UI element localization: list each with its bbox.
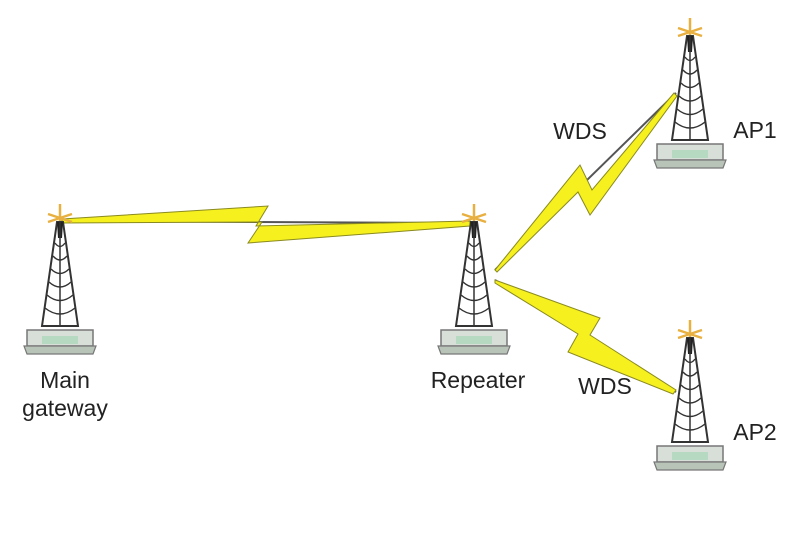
link-repeater-to-ap1 (494, 92, 678, 273)
repeater-label: Repeater (430, 367, 526, 393)
main-gateway-tower-icon (22, 202, 98, 356)
wireless-bolt (61, 205, 471, 244)
ap2-label: AP2 (733, 419, 777, 445)
ap1-tower-icon (652, 16, 728, 170)
link-repeater-to-ap2 (494, 279, 677, 395)
ap2-tower-icon (652, 318, 728, 472)
main-gateway-label-line1: Main (40, 367, 90, 393)
ap1-label: AP1 (733, 117, 777, 143)
wireless-bolt (494, 279, 677, 395)
link-main-to-repeater (61, 205, 471, 244)
wireless-bolt (494, 92, 678, 273)
wds-label-ap2: WDS (578, 373, 632, 399)
main-gateway-label: Main gateway (0, 366, 130, 422)
wds-label-ap1: WDS (553, 118, 607, 144)
main-gateway-label-line2: gateway (22, 395, 108, 421)
